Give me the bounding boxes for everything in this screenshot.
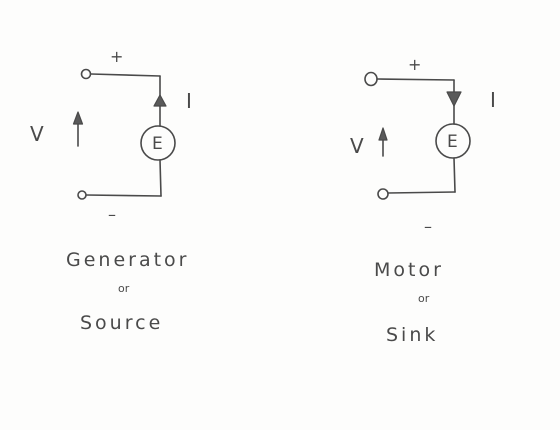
- motor-bottom-wire: [387, 191, 456, 194]
- generator-caption-or: or: [118, 282, 130, 295]
- motor-circuit: E + – V I Motor or Sink: [350, 55, 496, 346]
- generator-minus-label: –: [108, 205, 116, 224]
- generator-right-wire-lower: [159, 159, 162, 197]
- motor-top-wire: [376, 78, 455, 81]
- motor-voltage-label: V: [350, 134, 364, 158]
- motor-emf-source: [435, 123, 471, 159]
- motor-voltage-arrow-icon: [378, 127, 388, 141]
- generator-voltage-arrow-icon: [72, 111, 84, 125]
- generator-plus-label: +: [110, 47, 123, 66]
- generator-emf-label: E: [152, 134, 163, 154]
- generator-caption-line2: Source: [80, 312, 163, 334]
- motor-current-arrow-icon: [446, 91, 462, 107]
- motor-plus-label: +: [408, 55, 421, 74]
- motor-minus-label: –: [424, 217, 432, 236]
- motor-top-terminal: [364, 71, 378, 87]
- motor-caption-line2: Sink: [386, 324, 438, 346]
- generator-voltage-label: V: [30, 122, 44, 146]
- generator-bottom-terminal: [77, 190, 87, 200]
- motor-caption-or: or: [418, 292, 430, 305]
- generator-top-wire: [90, 73, 161, 77]
- generator-current-label: I: [186, 89, 192, 113]
- generator-top-terminal: [80, 68, 92, 80]
- generator-bottom-wire: [85, 194, 162, 197]
- generator-caption-line1: Generator: [66, 249, 189, 271]
- motor-right-wire-lower: [453, 157, 456, 193]
- generator-emf-source: [140, 125, 176, 161]
- generator-circuit: E + – V I Generator or Source: [30, 47, 192, 334]
- motor-emf-label: E: [447, 132, 458, 152]
- motor-bottom-terminal: [377, 188, 389, 200]
- generator-current-arrow-icon: [153, 94, 167, 107]
- motor-current-label: I: [490, 88, 496, 112]
- motor-caption-line1: Motor: [374, 259, 444, 281]
